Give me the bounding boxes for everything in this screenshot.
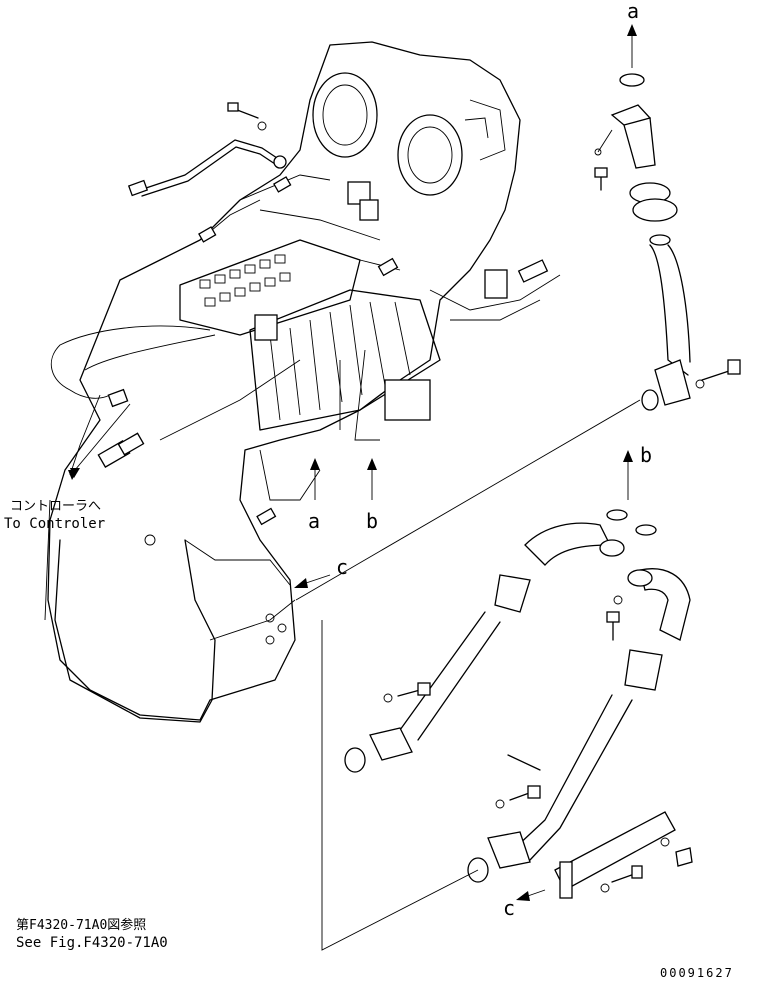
arrow-c-mid (294, 578, 308, 588)
transmission-assembly (47, 41, 521, 723)
label-a-mid: a (308, 509, 320, 533)
drawing-number: 00091627 (660, 966, 734, 980)
arrow-up-b-right (623, 450, 633, 462)
label-c-mid: c (336, 555, 348, 579)
dipstick-tube (127, 102, 287, 197)
label-b-mid: b (366, 509, 378, 533)
controller-label-en: To Controler (4, 516, 105, 532)
reference-label-en: See Fig.F4320-71A0 (16, 935, 168, 951)
arrow-up-a-top (627, 24, 637, 36)
arrow-up-b-mid (367, 458, 377, 470)
harness-connectors (97, 176, 549, 526)
reference-label-jp: 第F4320-71A0図参照 (16, 917, 146, 933)
mounting-bracket (554, 811, 676, 891)
direction-arrows (68, 24, 637, 901)
arrow-up-a-mid (310, 458, 320, 470)
bore-right (397, 114, 463, 196)
leader-lines (44, 129, 641, 951)
label-c-bottom: c (503, 896, 515, 920)
arrow-c-bottom (516, 891, 530, 901)
oil-pipe-lower (344, 509, 693, 899)
oil-pipe-upper (594, 73, 741, 411)
label-a-top: a (627, 0, 639, 23)
label-b-right: b (640, 443, 652, 467)
controller-label-jp: コントローラへ (10, 499, 101, 514)
